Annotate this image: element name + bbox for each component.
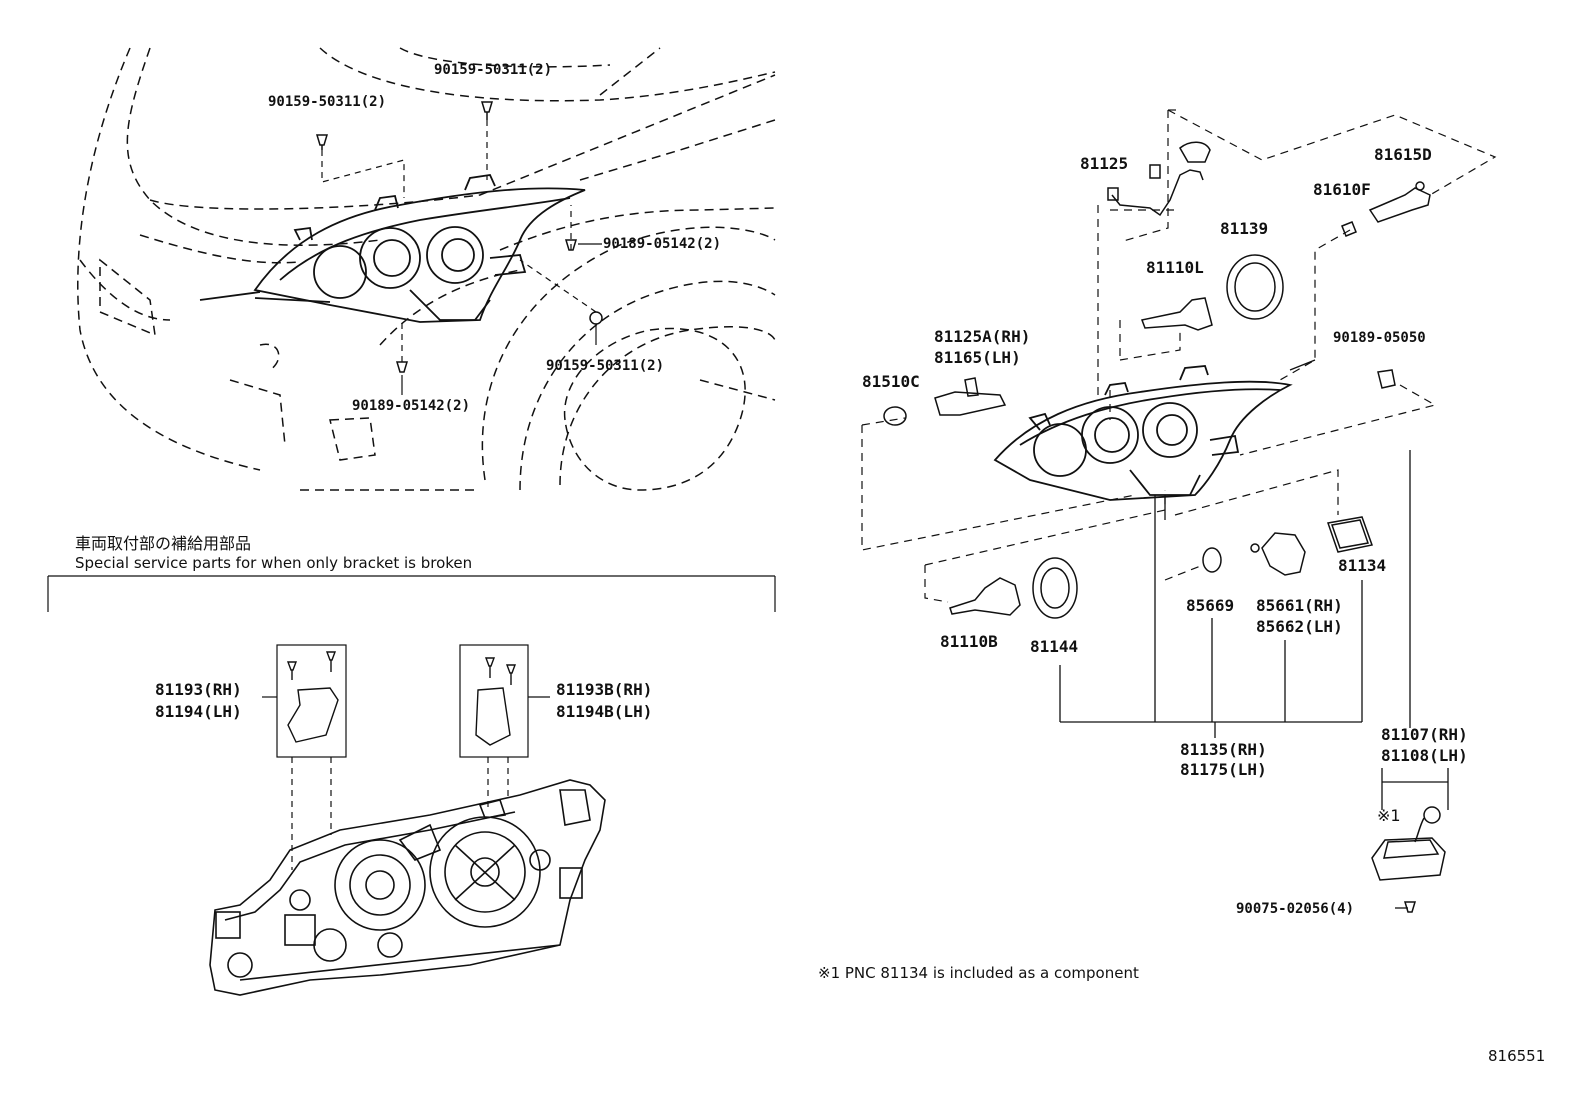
clip-90189-05050 [1377, 369, 1396, 389]
label-81144[interactable]: 81144 [1030, 637, 1079, 656]
label-81135-rh[interactable]: 81135(RH) [1180, 740, 1267, 759]
label-90159-50311-left[interactable]: 90159-50311(2) [268, 94, 387, 110]
label-81615d[interactable]: 81615D [1374, 145, 1432, 164]
label-90159-50311-bottom[interactable]: 90159-50311(2) [546, 358, 665, 374]
label-81610f[interactable]: 81610F [1313, 180, 1371, 199]
bracket-parts [286, 651, 517, 746]
label-90189-05142-bottom[interactable]: 90189-05142(2) [352, 398, 471, 414]
label-90159-50311-top[interactable]: 90159-50311(2) [434, 62, 553, 78]
label-81193-rh[interactable]: 81193(RH) [155, 680, 242, 699]
top-leader-lines [321, 120, 597, 362]
gasket-81134 [1327, 516, 1373, 553]
vehicle-outline [77, 47, 776, 491]
bracket-leaders [291, 757, 509, 870]
bulb-81110b [949, 577, 1021, 616]
label-81110l[interactable]: 81110L [1146, 258, 1204, 277]
label-81165-lh[interactable]: 81165(LH) [934, 348, 1021, 367]
label-81139[interactable]: 81139 [1220, 219, 1269, 238]
label-81194b-lh[interactable]: 81194B(LH) [556, 702, 653, 721]
ring-81144 [1032, 557, 1078, 619]
bulb-81615d [1368, 187, 1431, 223]
label-81107-rh[interactable]: 81107(RH) [1381, 725, 1468, 744]
diagram-id: 816551 [1488, 1047, 1546, 1065]
socket-81125a [934, 391, 1007, 416]
label-85662-lh[interactable]: 85662(LH) [1256, 617, 1343, 636]
headlamp-rear-view [209, 779, 606, 996]
label-81110b[interactable]: 81110B [940, 632, 998, 651]
bulb-81510c [883, 406, 907, 426]
part-tree-lines [1059, 359, 1449, 909]
part-sketches [883, 141, 1431, 426]
label-90189-05142-right[interactable]: 90189-05142(2) [603, 236, 722, 252]
label-85661-rh[interactable]: 85661(RH) [1256, 596, 1343, 615]
wire-harness-81125 [1111, 169, 1204, 217]
callout-mark-1: ※1 [1377, 806, 1401, 825]
section-title-japanese: 車両取付部の補給用部品 [75, 534, 252, 553]
bulb-81610f [1341, 221, 1357, 237]
actuator-85661 [1261, 532, 1306, 576]
top-fasteners [315, 101, 603, 373]
label-81193b-rh[interactable]: 81193B(RH) [556, 680, 653, 699]
label-81175-lh[interactable]: 81175(LH) [1180, 760, 1267, 779]
ballast-81107 [1371, 837, 1446, 881]
label-81194-lh[interactable]: 81194(LH) [155, 702, 242, 721]
label-81125[interactable]: 81125 [1080, 154, 1129, 173]
lower-parts [949, 516, 1446, 913]
label-90189-05050[interactable]: 90189-05050 [1333, 330, 1426, 346]
hid-bulb-81110l [1140, 297, 1213, 331]
headlamp-assembly-right [993, 365, 1293, 501]
footnote: ※1 PNC 81134 is included as a component [818, 964, 1139, 982]
label-85669[interactable]: 85669 [1186, 596, 1235, 615]
o-ring-85669 [1202, 547, 1222, 573]
service-parts-bracket [47, 575, 776, 758]
top-callout-lines [401, 243, 602, 395]
label-90075-02056[interactable]: 90075-02056(4) [1236, 901, 1355, 917]
label-81134[interactable]: 81134 [1338, 556, 1387, 575]
headlamp-assembly-top [199, 174, 586, 323]
label-81108-lh[interactable]: 81108(LH) [1381, 746, 1468, 765]
cap-81139 [1226, 254, 1284, 320]
label-81125a-rh[interactable]: 81125A(RH) [934, 327, 1031, 346]
section-title-english: Special service parts for when only brac… [75, 554, 473, 572]
label-81510c[interactable]: 81510C [862, 372, 920, 391]
